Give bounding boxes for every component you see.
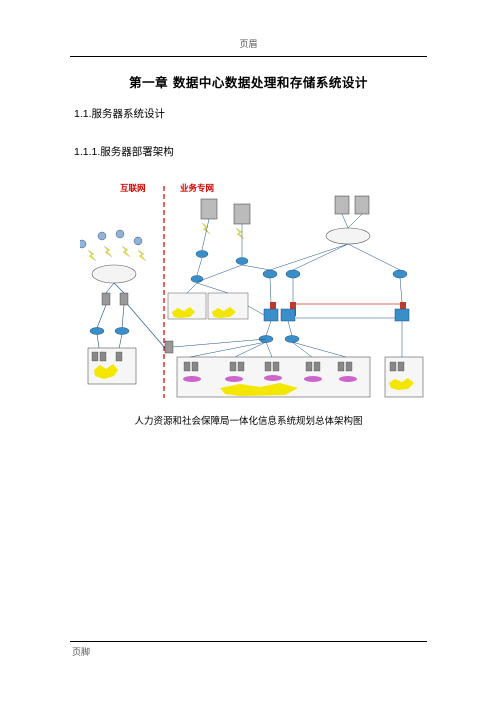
internet-cloud — [91, 264, 137, 284]
internet-links — [96, 282, 166, 355]
header-rule — [70, 56, 427, 57]
server-icon — [334, 195, 350, 215]
highlight-burst — [212, 307, 236, 318]
server-icon — [354, 195, 370, 215]
core-switch-icon — [280, 308, 296, 322]
router-icon — [190, 275, 204, 283]
router-icon — [392, 269, 408, 279]
server-icons — [389, 361, 405, 372]
page-header: 页眉 — [239, 40, 258, 50]
client-icons — [80, 229, 143, 249]
switch-icon — [89, 327, 105, 335]
server-icons — [183, 361, 353, 372]
gateway-icon — [164, 340, 174, 354]
footer-rule — [70, 641, 427, 642]
highlight-burst — [220, 383, 298, 396]
highlight-burst — [389, 378, 414, 390]
highlight-burst — [94, 364, 118, 379]
wireless-link-icons — [201, 222, 245, 240]
section-heading: 1.1.服务器系统设计 — [74, 108, 166, 120]
zone-label-internet: 互联网 — [120, 183, 146, 194]
business-links — [172, 213, 403, 358]
storage-icons — [183, 375, 357, 382]
page-footer: 页脚 — [72, 648, 91, 658]
core-switch-icon — [394, 308, 410, 322]
server-icon — [233, 203, 251, 225]
router-icon — [262, 269, 278, 279]
highlight-burst — [172, 307, 195, 318]
server-icons — [91, 351, 123, 362]
architecture-diagram: 互联网 业务专网 — [80, 183, 424, 398]
figure-caption: 人力资源和社会保障局一体化信息系统规划总体架构图 — [134, 416, 363, 427]
server-icon — [200, 198, 218, 220]
zone-label-business: 业务专网 — [180, 183, 214, 194]
remote-cloud — [325, 227, 371, 245]
router-icon — [195, 250, 209, 258]
subsection-heading: 1.1.1.服务器部署架构 — [74, 146, 174, 158]
router-icon — [235, 257, 249, 265]
router-icon — [285, 269, 301, 279]
switch-icon — [284, 335, 300, 343]
core-switch-icon — [263, 308, 279, 322]
firewall-icon — [119, 292, 129, 306]
firewall-icon — [101, 292, 111, 306]
switch-icon — [114, 327, 130, 335]
wireless-link-icons — [87, 245, 147, 262]
chapter-title: 第一章 数据中心数据处理和存储系统设计 — [129, 75, 368, 90]
